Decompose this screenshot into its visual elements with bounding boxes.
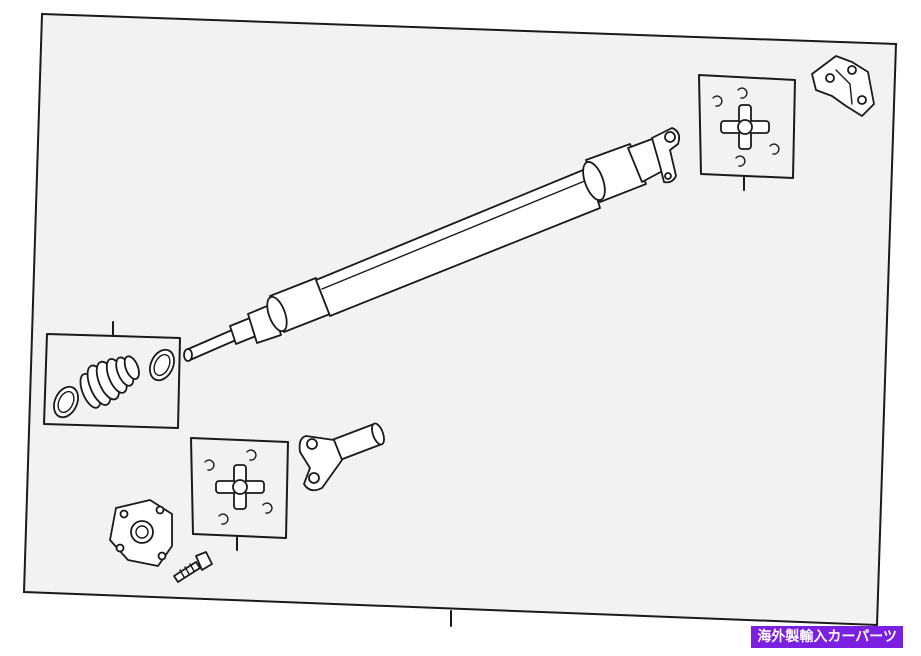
companion-flange	[109, 499, 173, 567]
rear-universal-joint-kit	[698, 74, 796, 191]
bolt	[173, 551, 213, 583]
drive-shaft-assembly	[183, 127, 681, 362]
watermark-badge: 海外製輸入カーパーツ	[751, 626, 903, 648]
cv-boot-kit	[43, 321, 181, 429]
front-universal-joint-kit	[190, 437, 289, 551]
slip-yoke	[298, 422, 385, 492]
rear-flange-yoke	[811, 55, 875, 117]
